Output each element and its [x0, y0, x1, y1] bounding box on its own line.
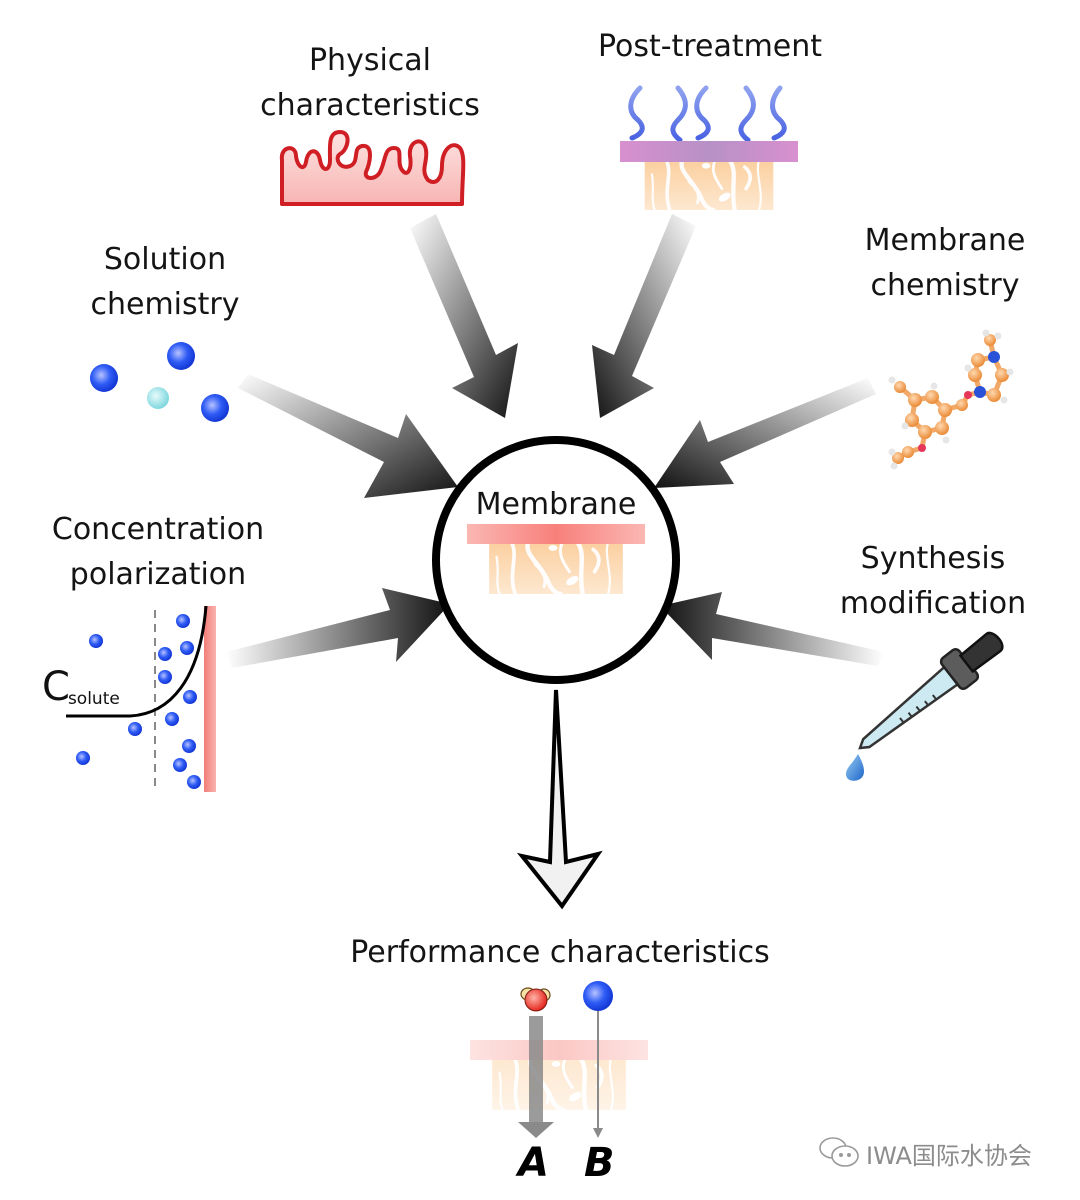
- label-line: Physical: [308, 43, 432, 78]
- arrow-solution-chemistry: [238, 374, 458, 498]
- label-line: chemistry: [870, 268, 1020, 303]
- wechat-icon: [819, 1137, 859, 1167]
- label-line: chemistry: [90, 287, 240, 322]
- membrane-layer-icon: [467, 524, 645, 594]
- label-physical-characteristics: Physical characteristics: [255, 38, 485, 128]
- label-concentration-polarization: Concentration polarization: [40, 507, 276, 597]
- label-post-treatment: Post-treatment: [590, 24, 830, 69]
- concentration-profile-icon: [66, 605, 216, 792]
- output-arrow: [516, 689, 603, 910]
- water-flux-arrow: [518, 1016, 554, 1138]
- water-molecule-icon: [520, 987, 551, 1012]
- label-line: characteristics: [260, 88, 480, 123]
- label-membrane-chemistry: Membrane chemistry: [850, 218, 1040, 308]
- label-solution-chemistry: Solution chemistry: [70, 237, 260, 327]
- label-line: Concentration: [51, 512, 265, 547]
- label-line: Synthesis: [860, 541, 1006, 576]
- label-synthesis-modification: Synthesis modification: [826, 536, 1040, 626]
- dropper-icon: [846, 631, 1004, 781]
- arrow-physical-characteristics: [410, 214, 518, 418]
- ions-icon: [90, 342, 229, 422]
- arrow-membrane-chemistry: [654, 378, 876, 488]
- arrow-concentration-polarization: [226, 588, 450, 668]
- arrow-synthesis-modification: [660, 592, 884, 666]
- label-line: Solution: [103, 242, 227, 277]
- watermark-text: IWA国际水协会: [866, 1142, 1032, 1170]
- label-line: Post-treatment: [597, 29, 823, 64]
- solute-ion-icon: [583, 981, 613, 1011]
- label-line: polarization: [69, 557, 247, 592]
- label-line: Membrane: [864, 223, 1026, 258]
- center-label: Membrane: [475, 487, 637, 522]
- heated-membrane-icon: [620, 85, 798, 210]
- molecule-icon: [888, 329, 1014, 470]
- solute-flux-arrow: [593, 1010, 603, 1138]
- arrow-post-treatment: [592, 214, 696, 418]
- flux-label-a: A: [518, 1140, 549, 1186]
- performance-membrane-icon: [470, 1040, 648, 1110]
- label-performance-characteristics: Performance characteristics: [350, 935, 770, 970]
- c-symbol: C: [42, 664, 70, 710]
- flux-label-b: B: [584, 1140, 615, 1186]
- label-line: modification: [839, 586, 1027, 621]
- concentration-symbol: Csolute: [42, 664, 120, 710]
- rough-surface-icon: [279, 130, 466, 206]
- c-subscript: solute: [67, 689, 120, 709]
